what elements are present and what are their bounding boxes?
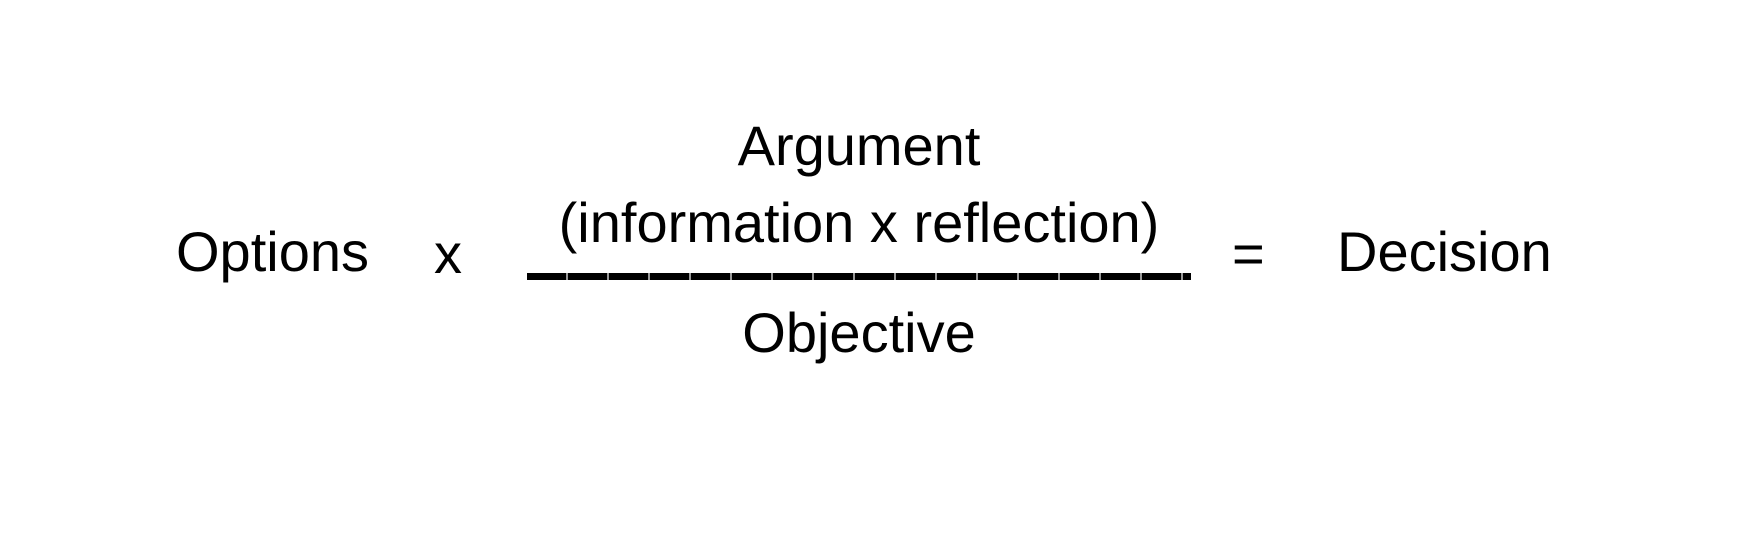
denominator-term: Objective <box>742 301 976 364</box>
equals-sign: = <box>1232 222 1265 285</box>
fraction-bar <box>527 273 1191 280</box>
numerator-title: Argument <box>737 114 981 177</box>
multiplication-sign: x <box>434 222 462 285</box>
decision-term: Decision <box>1337 220 1552 283</box>
numerator-detail: (information x reflection) <box>558 191 1160 254</box>
options-term: Options <box>176 220 369 283</box>
